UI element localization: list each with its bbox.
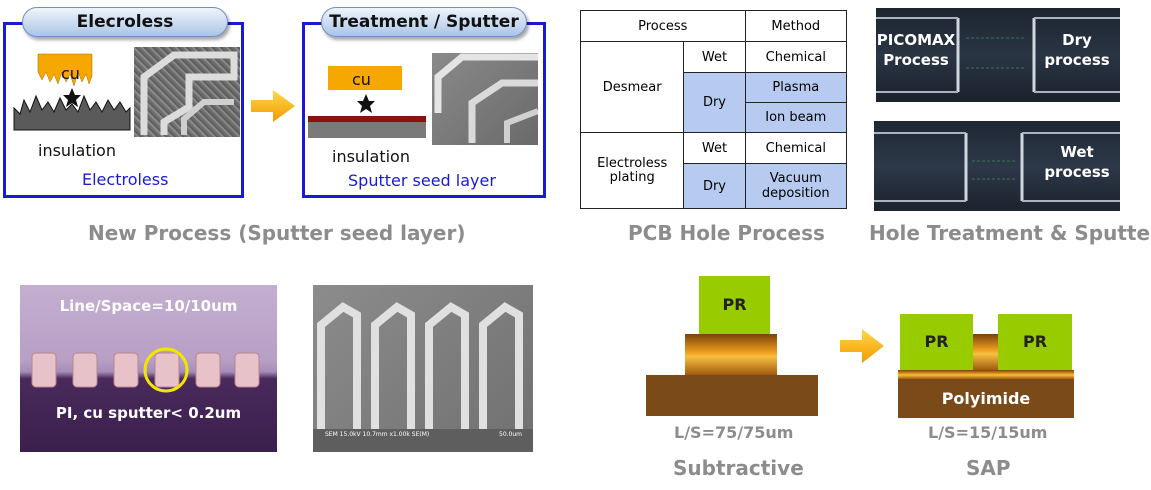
sputter-insulation-label: insulation (332, 147, 410, 166)
electroless-header: Elecroless (22, 7, 228, 37)
sap-ls-label: L/S=15/15um (928, 423, 1048, 442)
sputter-caption: Sputter seed layer (348, 171, 496, 190)
sputter-cu-label: cu (352, 70, 371, 89)
table-plating-dry: Dry (683, 163, 746, 209)
sputter-cu-layer (328, 66, 402, 90)
table-plating-wet: Wet (683, 132, 746, 164)
new-process-caption: New Process (Sputter seed layer) (88, 221, 466, 245)
subtractive-caption: Subtractive (673, 456, 804, 480)
sputter-header: Treatment / Sputter (321, 7, 527, 37)
subtractive-substrate (646, 375, 818, 416)
sap-caption: SAP (966, 456, 1011, 480)
sap-copper-line (973, 334, 998, 370)
electroless-bond-star (63, 88, 81, 107)
table-desmear-dry: Dry (683, 72, 746, 133)
sputter-sem-image (432, 53, 538, 145)
line-space-micrograph (20, 285, 277, 452)
sem-scale-label: 50.0um (499, 431, 523, 438)
sputter-diagram (308, 66, 426, 138)
electroless-caption: Electroless (82, 170, 169, 189)
line-sem-image: SEM 15.0kV 10.7mm x1.00k SE(M) 50.0um (313, 285, 533, 452)
table-desmear-plasma: Plasma (744, 72, 848, 103)
subtractive-to-sap-arrow-icon (840, 329, 884, 363)
wet-process-micrograph (874, 121, 1120, 211)
electroless-cu-layer (37, 53, 93, 87)
table-head-process: Process (580, 10, 746, 42)
hole-treatment-caption: Hole Treatment & Sputter (869, 221, 1151, 245)
sputter-seed-layer (308, 116, 426, 122)
table-electroless-plating: Electroless plating (579, 132, 685, 209)
sputter-bond-star (357, 94, 375, 113)
table-desmear-ion-beam: Ion beam (744, 102, 848, 133)
sem-info-label: SEM 15.0kV 10.7mm x1.00k SE(M) (325, 431, 430, 438)
table-head-method: Method (744, 10, 848, 42)
table-plating-vacuum-deposition: Vacuum deposition (744, 163, 848, 209)
electroless-sem-image (134, 47, 240, 137)
sap-pr-left: PR (900, 314, 973, 370)
dry-process-micrograph (876, 8, 1120, 102)
pi-sputter-label: PI, cu sputter< 0.2um (55, 404, 242, 422)
pcb-hole-caption: PCB Hole Process (628, 221, 825, 245)
table-desmear-chemical: Chemical (744, 41, 848, 73)
table-desmear-wet: Wet (683, 41, 746, 73)
highlight-circle (143, 347, 189, 393)
electroless-diagram (13, 53, 131, 131)
table-desmear: Desmear (579, 41, 685, 133)
sap-seed-layer (898, 370, 1074, 379)
line-space-label: Line/Space=10/10um (59, 297, 238, 315)
picomax-label: PICOMAX Process (876, 31, 956, 69)
electroless-insulation-layer (13, 94, 131, 131)
subtractive-ls-label: L/S=75/75um (674, 423, 794, 442)
wet-process-label: Wet process (1044, 143, 1110, 181)
sap-pr-right: PR (998, 314, 1072, 370)
sputter-insulation-layer (308, 122, 426, 138)
pcb-process-table: Process Method Desmear Wet Chemical Dry … (579, 10, 848, 209)
process-arrow-icon (251, 90, 295, 122)
subtractive-pr-block: PR (699, 276, 770, 334)
dry-process-label: Dry process (1044, 31, 1110, 69)
electroless-insulation-label: insulation (38, 141, 116, 160)
subtractive-copper-layer (685, 334, 777, 375)
electroless-cu-label: cu (61, 64, 80, 83)
table-plating-chemical: Chemical (744, 132, 848, 164)
sap-polyimide-layer: Polyimide (898, 379, 1074, 418)
